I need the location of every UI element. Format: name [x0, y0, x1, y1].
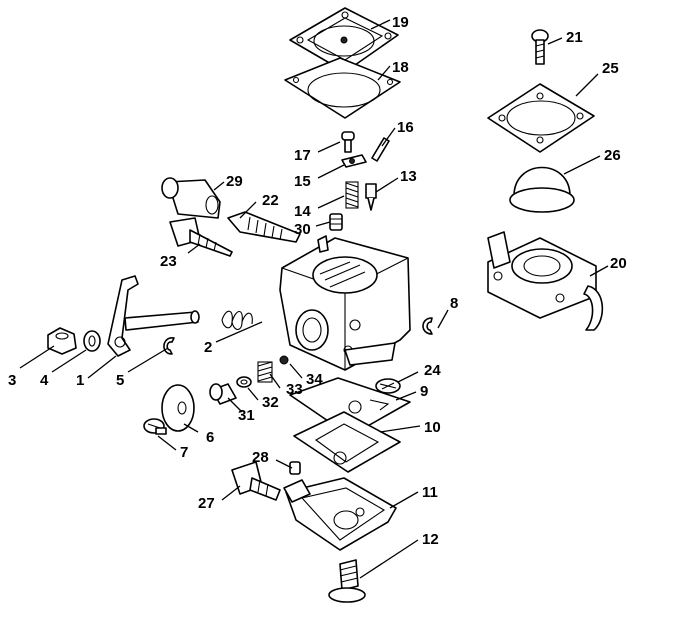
callout-13: 13 [400, 168, 417, 185]
carburetor-body [279, 235, 411, 371]
part-8-clip [422, 317, 433, 335]
part-30-plug [329, 213, 343, 231]
part-1-throttle-lever [107, 275, 200, 357]
part-2-spring [221, 310, 253, 331]
part-28-plug [289, 461, 301, 475]
part-17-screw [341, 131, 355, 153]
part-23-adjusting-screw [169, 217, 233, 257]
part-6-disc [161, 384, 195, 432]
callout-3: 3 [8, 372, 16, 389]
callout-11: 11 [422, 484, 438, 501]
callout-2: 2 [204, 339, 212, 356]
part-32-ring [236, 376, 252, 388]
part-34-ring [279, 355, 289, 365]
part-20-primer-housing [487, 231, 604, 331]
callout-19: 19 [392, 14, 409, 31]
callout-27: 27 [198, 495, 215, 512]
callout-28: 28 [252, 449, 269, 466]
part-22-screw [227, 211, 301, 243]
part-14-spring [345, 181, 359, 209]
callout-26: 26 [604, 147, 621, 164]
part-24-screen [375, 378, 401, 394]
part-3-nut [47, 327, 77, 355]
callout-18: 18 [392, 59, 409, 76]
callout-labels: 19 18 16 17 15 14 13 30 29 22 23 2 8 3 4… [8, 14, 627, 548]
callout-7: 7 [180, 444, 188, 461]
callout-34: 34 [306, 371, 323, 388]
callout-22: 22 [262, 192, 279, 209]
part-33-spring [257, 361, 273, 383]
callout-29: 29 [226, 173, 243, 190]
callout-31: 31 [238, 407, 255, 424]
callout-30: 30 [294, 221, 311, 238]
callout-24: 24 [424, 362, 441, 379]
callout-4: 4 [40, 372, 49, 389]
part-12-screw [328, 559, 366, 603]
callout-9: 9 [420, 383, 428, 400]
part-16-pin [371, 137, 390, 162]
callout-6: 6 [206, 429, 214, 446]
callout-32: 32 [262, 394, 279, 411]
callout-20: 20 [610, 255, 627, 272]
callout-1: 1 [76, 372, 84, 389]
part-31-valve [209, 383, 237, 405]
part-21-screw [531, 29, 549, 65]
callout-16: 16 [397, 119, 414, 136]
part-11-pump-cover [283, 477, 397, 551]
part-15-lever [341, 154, 367, 168]
part-29-sleeve [161, 177, 221, 219]
callout-17: 17 [294, 147, 311, 164]
part-4-washer [83, 330, 101, 352]
callout-15: 15 [294, 173, 311, 190]
callout-12: 12 [422, 531, 439, 548]
part-5-clip [163, 337, 175, 355]
callout-21: 21 [566, 29, 583, 46]
part-10-diaphragm [293, 411, 401, 473]
part-26-primer-bulb [509, 166, 575, 213]
callout-5: 5 [116, 372, 124, 389]
callout-14: 14 [294, 203, 311, 220]
part-18-gasket [284, 57, 401, 119]
leader-lines [19, 19, 609, 579]
part-13-inlet-needle [365, 183, 377, 211]
callout-25: 25 [602, 60, 619, 77]
callout-33: 33 [286, 381, 303, 398]
part-25-flange [487, 83, 595, 153]
callout-10: 10 [424, 419, 441, 436]
callout-23: 23 [160, 253, 177, 270]
part-27-screw [231, 461, 281, 501]
callout-8: 8 [450, 295, 458, 312]
part-7-screw [143, 418, 167, 435]
